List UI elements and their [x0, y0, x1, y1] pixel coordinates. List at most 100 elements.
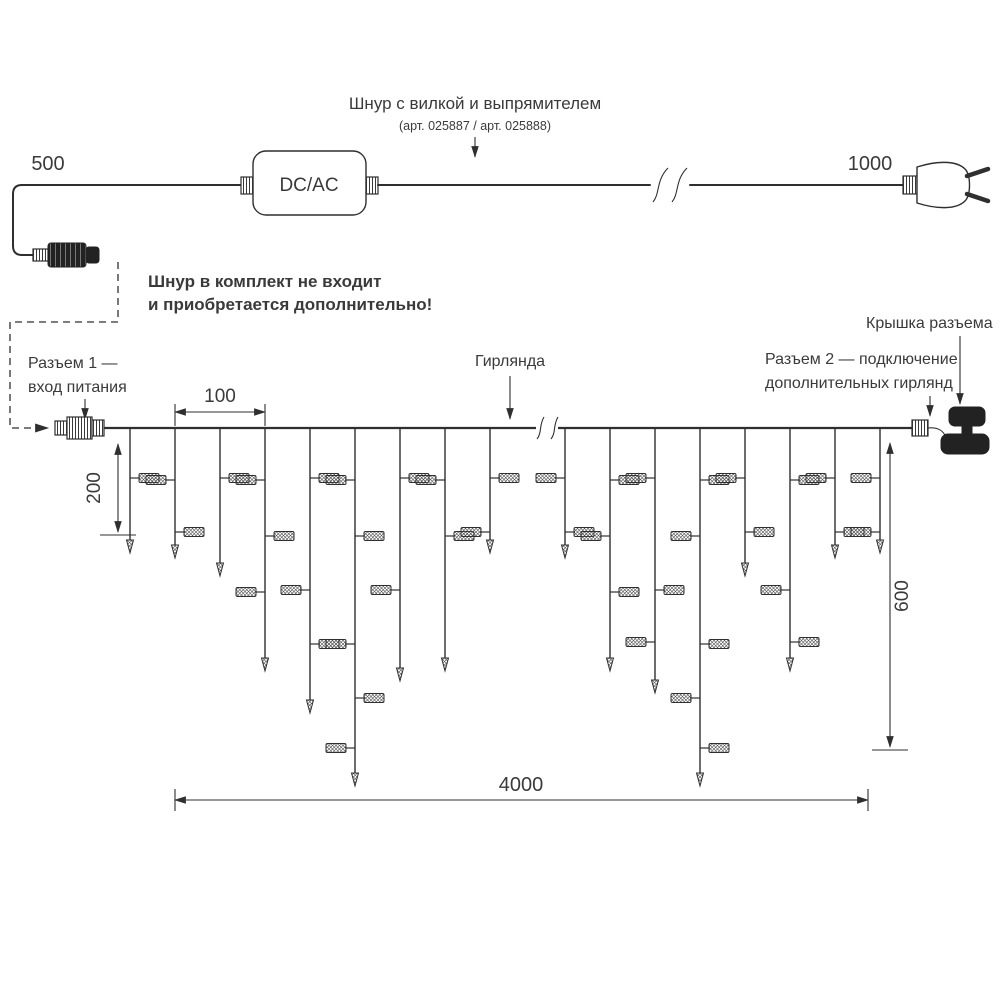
led-bulb-icon: [363, 693, 385, 703]
drop-tip-bulb-icon: [305, 699, 315, 715]
dim-short-drop: 200: [84, 443, 136, 536]
led-bulb-icon: [145, 475, 167, 485]
connector-cap: [948, 406, 986, 427]
led-bulb-icon: [850, 473, 872, 483]
drop-tip-bulb-icon: [395, 667, 405, 683]
led-bulb-icon: [325, 743, 347, 753]
garland-drop: [670, 428, 730, 788]
note-line2: и приобретается дополнительно!: [148, 295, 432, 314]
led-bulb-icon: [280, 585, 302, 595]
garland-assembly: 100 200 600 4000: [54, 386, 990, 811]
led-bulb-icon: [625, 637, 647, 647]
dim-100-label: 100: [204, 386, 236, 407]
drop-tip-bulb-icon: [170, 544, 180, 560]
plug-body: [916, 161, 971, 209]
connector-body: [66, 416, 93, 440]
led-bulb-icon: [625, 473, 647, 483]
power-cord-assembly: Шнур с вилкой и выпрямителем (арт. 02588…: [9, 94, 991, 433]
drop-tip-bulb-icon: [260, 657, 270, 673]
connector-neck: [91, 419, 105, 437]
led-bulb-icon: [708, 639, 730, 649]
connector-collar: [32, 248, 49, 262]
led-bulb-icon: [798, 637, 820, 647]
connector2-label-line2: дополнительных гирлянд: [765, 375, 953, 392]
plug-prong-top: [964, 166, 991, 179]
garland-drop: [125, 428, 160, 555]
led-bulb-icon: [850, 527, 872, 537]
cord-break-symbol-icon: [652, 167, 688, 203]
led-bulb-icon: [235, 587, 257, 597]
cord-output-connector: [32, 242, 100, 268]
garland-drop: [370, 428, 430, 683]
led-bulb-icon: [325, 639, 347, 649]
garland-drop: [325, 428, 385, 788]
cap-label: Крышка разъема: [866, 315, 993, 332]
adapter-stub-left: [240, 176, 254, 195]
plug-prong-bottom: [964, 191, 991, 204]
connector2-body: [940, 433, 990, 455]
drop-tip-bulb-icon: [875, 539, 885, 555]
connector-thread-tip: [54, 420, 68, 436]
dim-1000-label: 1000: [848, 153, 893, 175]
garland-drop: [760, 428, 820, 673]
drop-tip-bulb-icon: [125, 539, 135, 555]
garland-drop: [460, 428, 520, 555]
garland-drop: [280, 428, 340, 715]
garland-labels: Разъем 1 — вход питания Гирлянда Крышка …: [28, 315, 993, 420]
connector2-socket: [911, 419, 929, 437]
drop-tip-bulb-icon: [785, 657, 795, 673]
drops-layer: [125, 428, 885, 788]
led-bulb-icon: [753, 527, 775, 537]
led-bulb-icon: [460, 527, 482, 537]
garland-drop: [215, 428, 250, 578]
led-bulb-icon: [580, 531, 602, 541]
led-bulb-icon: [618, 587, 640, 597]
dc-ac-adapter: DC/AC: [240, 150, 379, 216]
drop-tip-bulb-icon: [830, 544, 840, 560]
dim-drop-spacing: 100: [174, 386, 266, 426]
drop-tip-bulb-icon: [650, 679, 660, 695]
drop-tip-bulb-icon: [215, 562, 225, 578]
led-bulb-icon: [273, 531, 295, 541]
garland-break-symbol-icon: [536, 416, 559, 440]
adapter-stub-right: [365, 176, 379, 195]
connector-tip: [85, 246, 100, 264]
note-line1: Шнур в комплект не входит: [148, 272, 381, 291]
dim-200-label: 200: [84, 472, 105, 504]
drop-tip-bulb-icon: [605, 657, 615, 673]
adapter-box: [252, 150, 367, 216]
led-bulb-icon: [535, 473, 557, 483]
cord-left-wire: [12, 184, 242, 256]
led-bulb-icon: [325, 475, 347, 485]
garland-input-connector: [54, 416, 105, 440]
led-bulb-icon: [663, 585, 685, 595]
plug-collar: [902, 175, 918, 195]
led-bulb-icon: [363, 531, 385, 541]
led-bulb-icon: [670, 693, 692, 703]
led-bulb-icon: [498, 473, 520, 483]
drop-tip-bulb-icon: [740, 562, 750, 578]
garland-end-connector: [911, 406, 990, 455]
dim-500-label: 500: [31, 153, 64, 175]
dim-total-length: 4000: [174, 774, 869, 811]
led-bulb-icon: [370, 585, 392, 595]
connector-ribbed-body: [47, 242, 87, 268]
garland-drop: [715, 428, 775, 578]
led-bulb-icon: [670, 531, 692, 541]
led-bulb-icon: [235, 475, 257, 485]
drop-tip-bulb-icon: [560, 544, 570, 560]
garland-drop: [415, 428, 475, 673]
led-bulb-icon: [805, 473, 827, 483]
garland-drop: [145, 428, 205, 560]
dim-long-drop: 600: [872, 442, 913, 751]
cord-title: Шнур с вилкой и выпрямителем: [349, 94, 601, 113]
power-plug: [902, 161, 991, 209]
drop-tip-bulb-icon: [485, 539, 495, 555]
connector2-label-line1: Разъем 2 — подключение: [765, 351, 958, 368]
led-bulb-icon: [708, 743, 730, 753]
cord-subtitle: (арт. 025887 / арт. 025888): [399, 119, 551, 133]
led-bulb-icon: [183, 527, 205, 537]
garland-drop: [580, 428, 640, 673]
adapter-label: DC/AC: [279, 175, 338, 196]
